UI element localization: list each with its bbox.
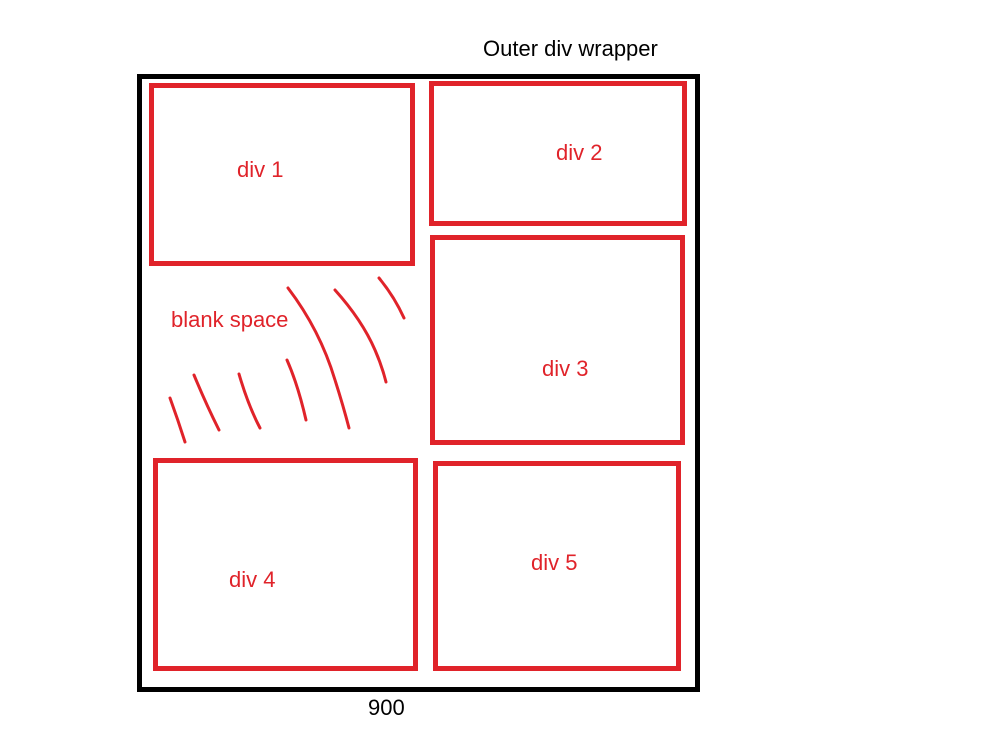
hatch-stroke — [168, 396, 187, 444]
div-4-label: div 4 — [229, 567, 276, 592]
outer-div-wrapper — [137, 74, 700, 692]
wrapper-width-label: 900 — [368, 695, 405, 720]
div-1-label: div 1 — [237, 157, 284, 182]
hatch-stroke — [237, 372, 262, 430]
div-1-box — [149, 83, 415, 266]
hatch-stroke — [285, 358, 308, 422]
wrapper-title: Outer div wrapper — [483, 36, 658, 61]
hatch-stroke — [192, 373, 221, 432]
div-3-label: div 3 — [542, 356, 589, 381]
hatch-stroke — [377, 276, 406, 320]
div-4-box — [153, 458, 418, 671]
div-5-label: div 5 — [531, 550, 578, 575]
hatch-stroke — [333, 288, 388, 384]
blank-space-label: blank space — [171, 307, 289, 332]
div-2-label: div 2 — [556, 140, 603, 165]
div-2-box — [429, 81, 687, 226]
div-3-box — [430, 235, 685, 445]
hatch-stroke — [286, 286, 351, 430]
div-5-box — [433, 461, 681, 671]
